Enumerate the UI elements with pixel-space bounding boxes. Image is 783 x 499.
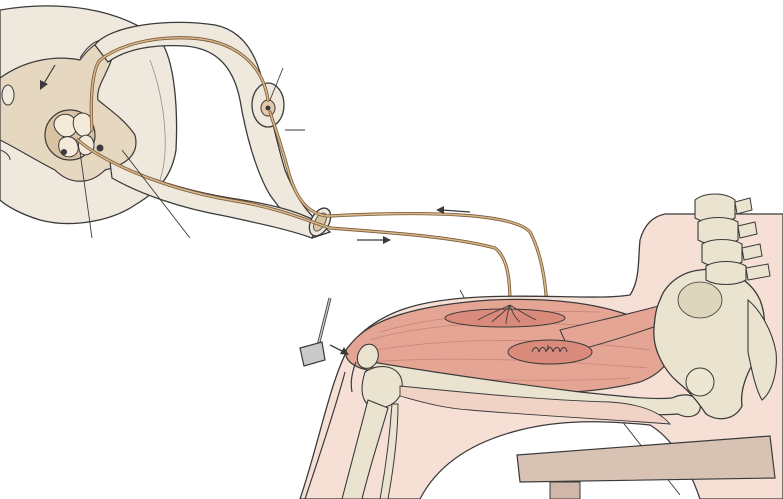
muscle-spindle bbox=[507, 339, 593, 365]
fibula bbox=[379, 403, 399, 499]
afferent-signal-arrow bbox=[436, 206, 471, 214]
neuromuscular-junction bbox=[477, 304, 537, 325]
tap-direction-arrow bbox=[329, 344, 349, 355]
motor-neuron-cluster bbox=[44, 109, 96, 161]
lumbar-vertebrae bbox=[694, 193, 771, 286]
shin-outline bbox=[304, 371, 346, 499]
iliac-fossa bbox=[677, 281, 723, 319]
patellar-tendon bbox=[350, 361, 357, 393]
annulospiral-ending bbox=[531, 347, 568, 353]
patella bbox=[356, 343, 379, 369]
signal-direction-arrow-cord bbox=[40, 64, 56, 90]
motor-neuron bbox=[76, 138, 512, 307]
seat bbox=[516, 435, 776, 499]
tibia bbox=[341, 399, 389, 499]
knee-joint bbox=[361, 366, 403, 409]
hamstring bbox=[399, 385, 672, 425]
sensory-neuron bbox=[89, 36, 550, 347]
dorsal-root bbox=[94, 21, 332, 239]
synapse-point bbox=[96, 144, 104, 152]
acetabulum bbox=[685, 367, 715, 397]
muscle-spindle-upper bbox=[444, 308, 566, 328]
sacrum bbox=[747, 298, 777, 401]
efferent-signal-arrow bbox=[357, 236, 391, 244]
reflex-hammer-icon bbox=[299, 297, 332, 367]
